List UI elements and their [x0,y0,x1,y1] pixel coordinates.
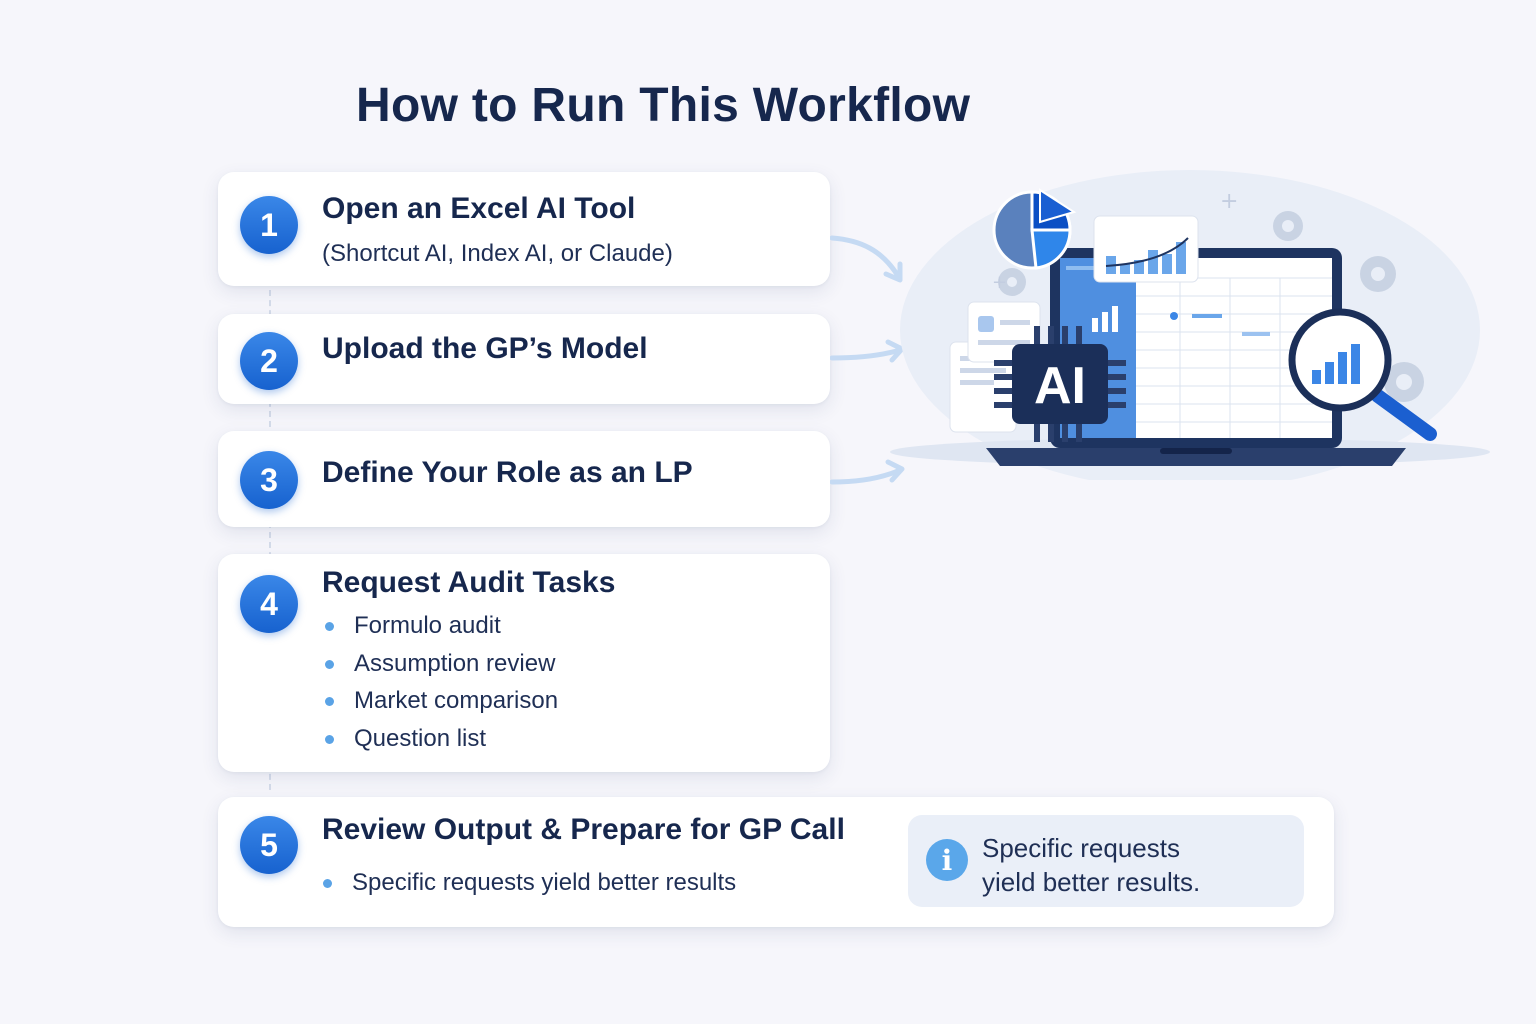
svg-text:+: + [992,272,1007,293]
ai-chip-label: AI [1034,357,1086,415]
audit-task-list: Formulo audit Assumption review Market c… [322,612,558,762]
magnifier-icon [1288,308,1437,441]
tip-text-line: Specific requests [982,833,1180,863]
list-item: Specific requests yield better results [320,869,736,907]
gear-icon [998,211,1424,402]
step-number-badge: 1 [240,196,298,254]
list-item: Formulo audit [322,612,558,650]
step-title: Define Your Role as an LP [322,456,693,489]
ai-laptop-illustration: + + AI [890,170,1490,480]
ai-chip-icon: AI [994,326,1126,442]
step-title: Request Audit Tasks [322,566,616,599]
step-number-badge: 4 [240,575,298,633]
svg-text:+: + [1220,189,1238,214]
tip-callout: i Specific requests yield better results… [908,815,1304,907]
step-number-badge: 5 [240,816,298,874]
step-number-badge: 2 [240,332,298,390]
step-card-1: 1 Open an Excel AI Tool (Shortcut AI, In… [218,172,830,286]
arrow-right-icon [830,339,905,363]
tip-text-line: yield better results. [982,867,1201,897]
step-card-2: 2 Upload the GP’s Model [218,314,830,404]
step-card-5: 5 Review Output & Prepare for GP Call Sp… [218,797,1334,927]
arrow-right-icon [830,459,905,485]
list-item: Assumption review [322,650,558,688]
step-title: Review Output & Prepare for GP Call [322,813,845,846]
step-title: Open an Excel AI Tool [322,192,636,225]
list-item: Market comparison [322,687,558,725]
step-card-4: 4 Request Audit Tasks Formulo audit Assu… [218,554,830,772]
step-title: Upload the GP’s Model [322,332,648,365]
tip-text: Specific requests yield better results. [982,831,1282,899]
step-card-3: 3 Define Your Role as an LP [218,431,830,527]
arrow-right-icon [830,235,903,283]
page-title: How to Run This Workflow [356,79,971,132]
output-bullet-list: Specific requests yield better results [320,869,736,907]
list-item: Question list [322,725,558,763]
info-icon: i [926,839,968,881]
step-number-badge: 3 [240,451,298,509]
step-subtitle: (Shortcut AI, Index AI, or Claude) [322,240,673,267]
timeline-connector [269,290,271,790]
